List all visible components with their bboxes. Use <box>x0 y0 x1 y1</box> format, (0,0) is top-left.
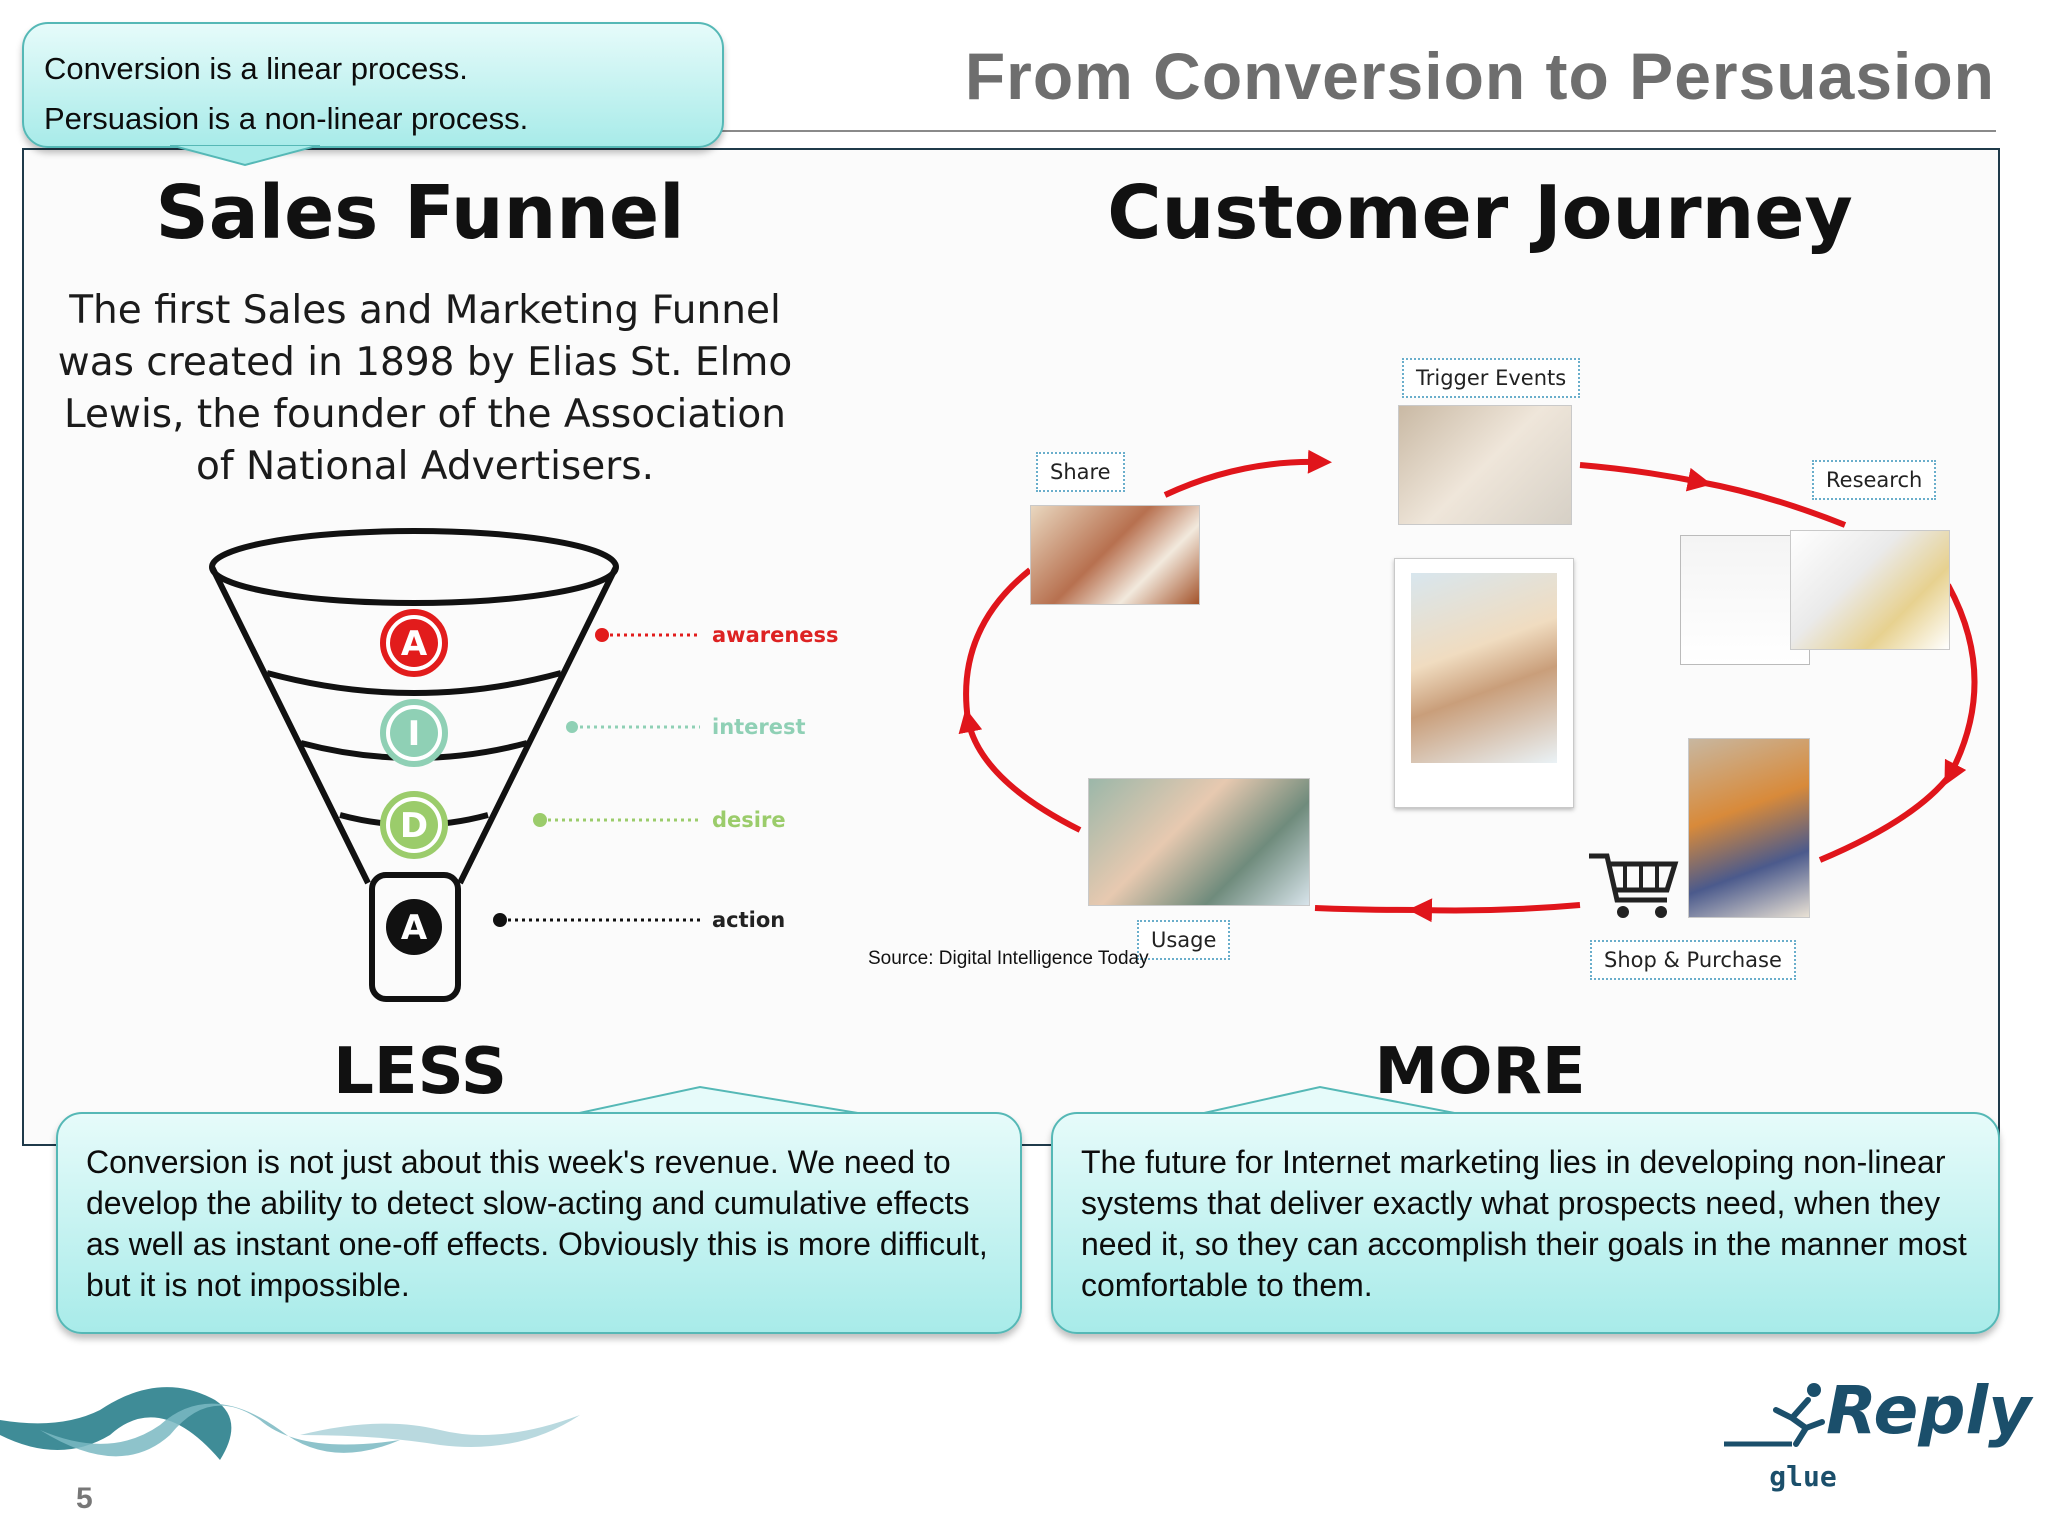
label-trigger-events: Trigger Events <box>1402 358 1581 398</box>
callout-right-text: The future for Internet marketing lies i… <box>1081 1144 1967 1303</box>
label-shop-purchase: Shop & Purchase <box>1590 940 1796 980</box>
center-customer-photo-frame <box>1394 558 1574 808</box>
center-customer-photo <box>1411 573 1557 763</box>
less-label: LESS <box>333 1035 507 1109</box>
label-share: Share <box>1036 452 1125 492</box>
stage-awareness-letter: A <box>401 624 428 664</box>
callout-top-pointer <box>170 145 320 167</box>
callout-top-line-1: Conversion is a linear process. <box>44 51 468 86</box>
slide-title: From Conversion to Persuasion <box>964 39 1995 113</box>
sales-funnel-intro: The first Sales and Marketing Funnel was… <box>57 288 793 489</box>
funnel-spout <box>369 872 461 1002</box>
brand-logo: Reply <box>1826 1372 2032 1449</box>
stage-desire-label: desire <box>712 808 786 832</box>
share-photo <box>1030 505 1200 605</box>
arrow-research-to-shop-tail <box>1818 773 1953 863</box>
callout-left-text: Conversion is not just about this week's… <box>86 1144 988 1303</box>
arrow-trigger-to-research-tail <box>1699 479 1847 528</box>
arrow-usage-to-share-tail <box>963 567 1032 721</box>
page-number: 5 <box>76 1482 93 1515</box>
more-label: MORE <box>1374 1035 1586 1109</box>
callout-conversion: Conversion is not just about this week's… <box>56 1112 1022 1334</box>
shop-purchase-photo <box>1688 738 1810 918</box>
arrow-research-to-shop <box>1944 583 1978 786</box>
stage-action-letter: A <box>401 908 428 948</box>
arrow-shop-to-usage <box>1408 898 1581 923</box>
trigger-events-photo <box>1398 405 1572 525</box>
sales-funnel-heading: Sales Funnel <box>155 170 685 256</box>
funnel-band-1 <box>266 670 562 696</box>
stage-action-marker: A <box>386 899 442 955</box>
callout-top-line-2: Persuasion is a non-linear process. <box>44 101 529 136</box>
stage-interest-letter: I <box>408 714 421 754</box>
decorative-wave <box>0 1387 580 1460</box>
stage-interest-marker: I <box>380 699 448 767</box>
stage-awareness-label: awareness <box>712 623 839 647</box>
title-divider <box>722 130 1996 132</box>
arrow-usage-to-share <box>958 708 1082 833</box>
research-screenshot-2 <box>1790 530 1950 650</box>
funnel-sides <box>209 565 619 885</box>
brand-logo-sub: glue <box>1769 1460 1837 1493</box>
customer-journey-heading: Customer Journey <box>1107 170 1853 256</box>
callout-future: The future for Internet marketing lies i… <box>1051 1112 2000 1334</box>
stage-awareness-marker: A <box>380 609 448 677</box>
arrow-shop-to-usage-tail <box>1314 905 1421 913</box>
source-note: Source: Digital Intelligence Today <box>868 948 1149 969</box>
label-research: Research <box>1812 460 1937 500</box>
stage-desire-marker: D <box>380 791 448 859</box>
journey-cycle-arrows <box>958 449 1978 923</box>
research-screenshot-1 <box>1680 535 1810 665</box>
funnel-rim <box>209 528 619 606</box>
callout-linear-vs-nonlinear: Conversion is a linear process. Persuasi… <box>22 22 724 148</box>
runner-logo-icon <box>1724 1383 1825 1447</box>
label-usage: Usage <box>1137 920 1231 960</box>
shopping-cart-icon <box>1589 853 1679 918</box>
usage-photo <box>1088 778 1310 906</box>
arrow-share-to-trigger <box>1163 449 1332 498</box>
stage-desire-letter: D <box>400 806 428 846</box>
arrow-trigger-to-research <box>1579 462 1712 492</box>
stage-action-label: action <box>712 908 785 932</box>
funnel-diagram: A I D A awareness interest desire action <box>209 528 839 1002</box>
stage-interest-label: interest <box>712 715 806 739</box>
